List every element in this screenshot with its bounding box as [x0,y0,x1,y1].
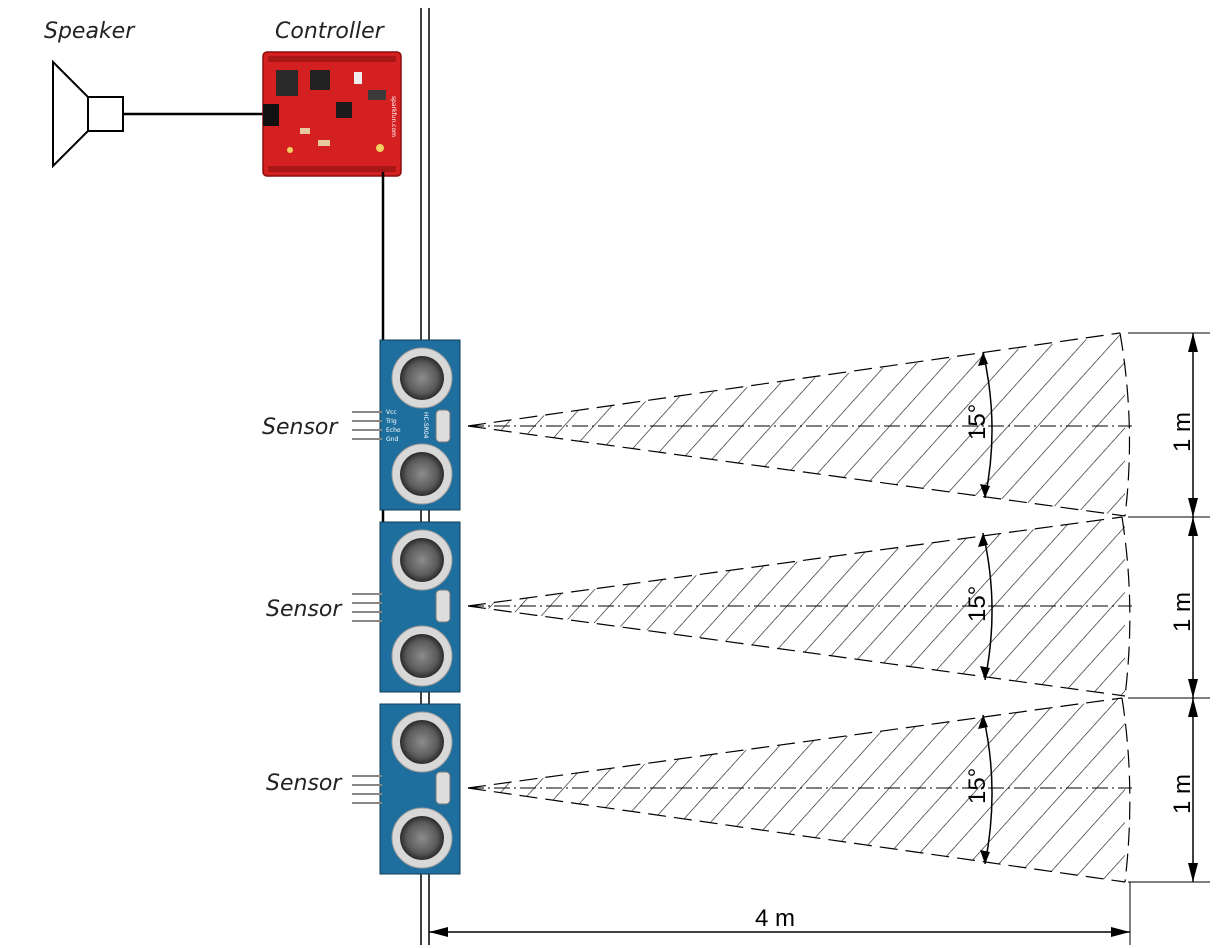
sensor-label-1: Sensor [262,415,339,440]
range-dimension [429,882,1131,945]
beam-angle-1: 15° [964,404,991,440]
coverage-label-3: 1 m [1169,774,1196,814]
controller-brand: sparkfun.com [390,96,397,137]
sensor-label-3: Sensor [266,771,343,796]
controller-label: Controller [275,19,386,44]
beam-angle-2: 15° [964,586,991,622]
sensor-unit-1: Vcc Trig Echo Gnd HC-SR04 [352,332,1132,517]
beam-hatch-2 [470,517,1125,696]
sensor-model-label: HC-SR04 [422,412,429,439]
coverage-label-1: 1 m [1169,412,1196,452]
beam-angle-3: 15° [964,768,991,804]
beam-hatch-3 [470,698,1125,882]
beam-hatch-1 [470,334,1125,516]
range-label: 4 m [755,905,795,932]
sensor-label-2: Sensor [266,597,343,622]
sensor-unit-2 [352,516,1132,697]
controller-board: sparkfun.com [262,51,402,177]
pin-label-gnd: Gnd [386,436,398,443]
pin-label-echo: Echo [386,427,401,434]
speaker-icon [52,59,124,169]
speaker-label: Speaker [44,19,136,44]
pin-label-trig: Trig [385,418,397,425]
coverage-label-2: 1 m [1169,592,1196,632]
pin-label-vcc: Vcc [386,409,397,416]
coverage-dimensions [1128,332,1210,883]
sensor-unit-3 [352,697,1132,883]
